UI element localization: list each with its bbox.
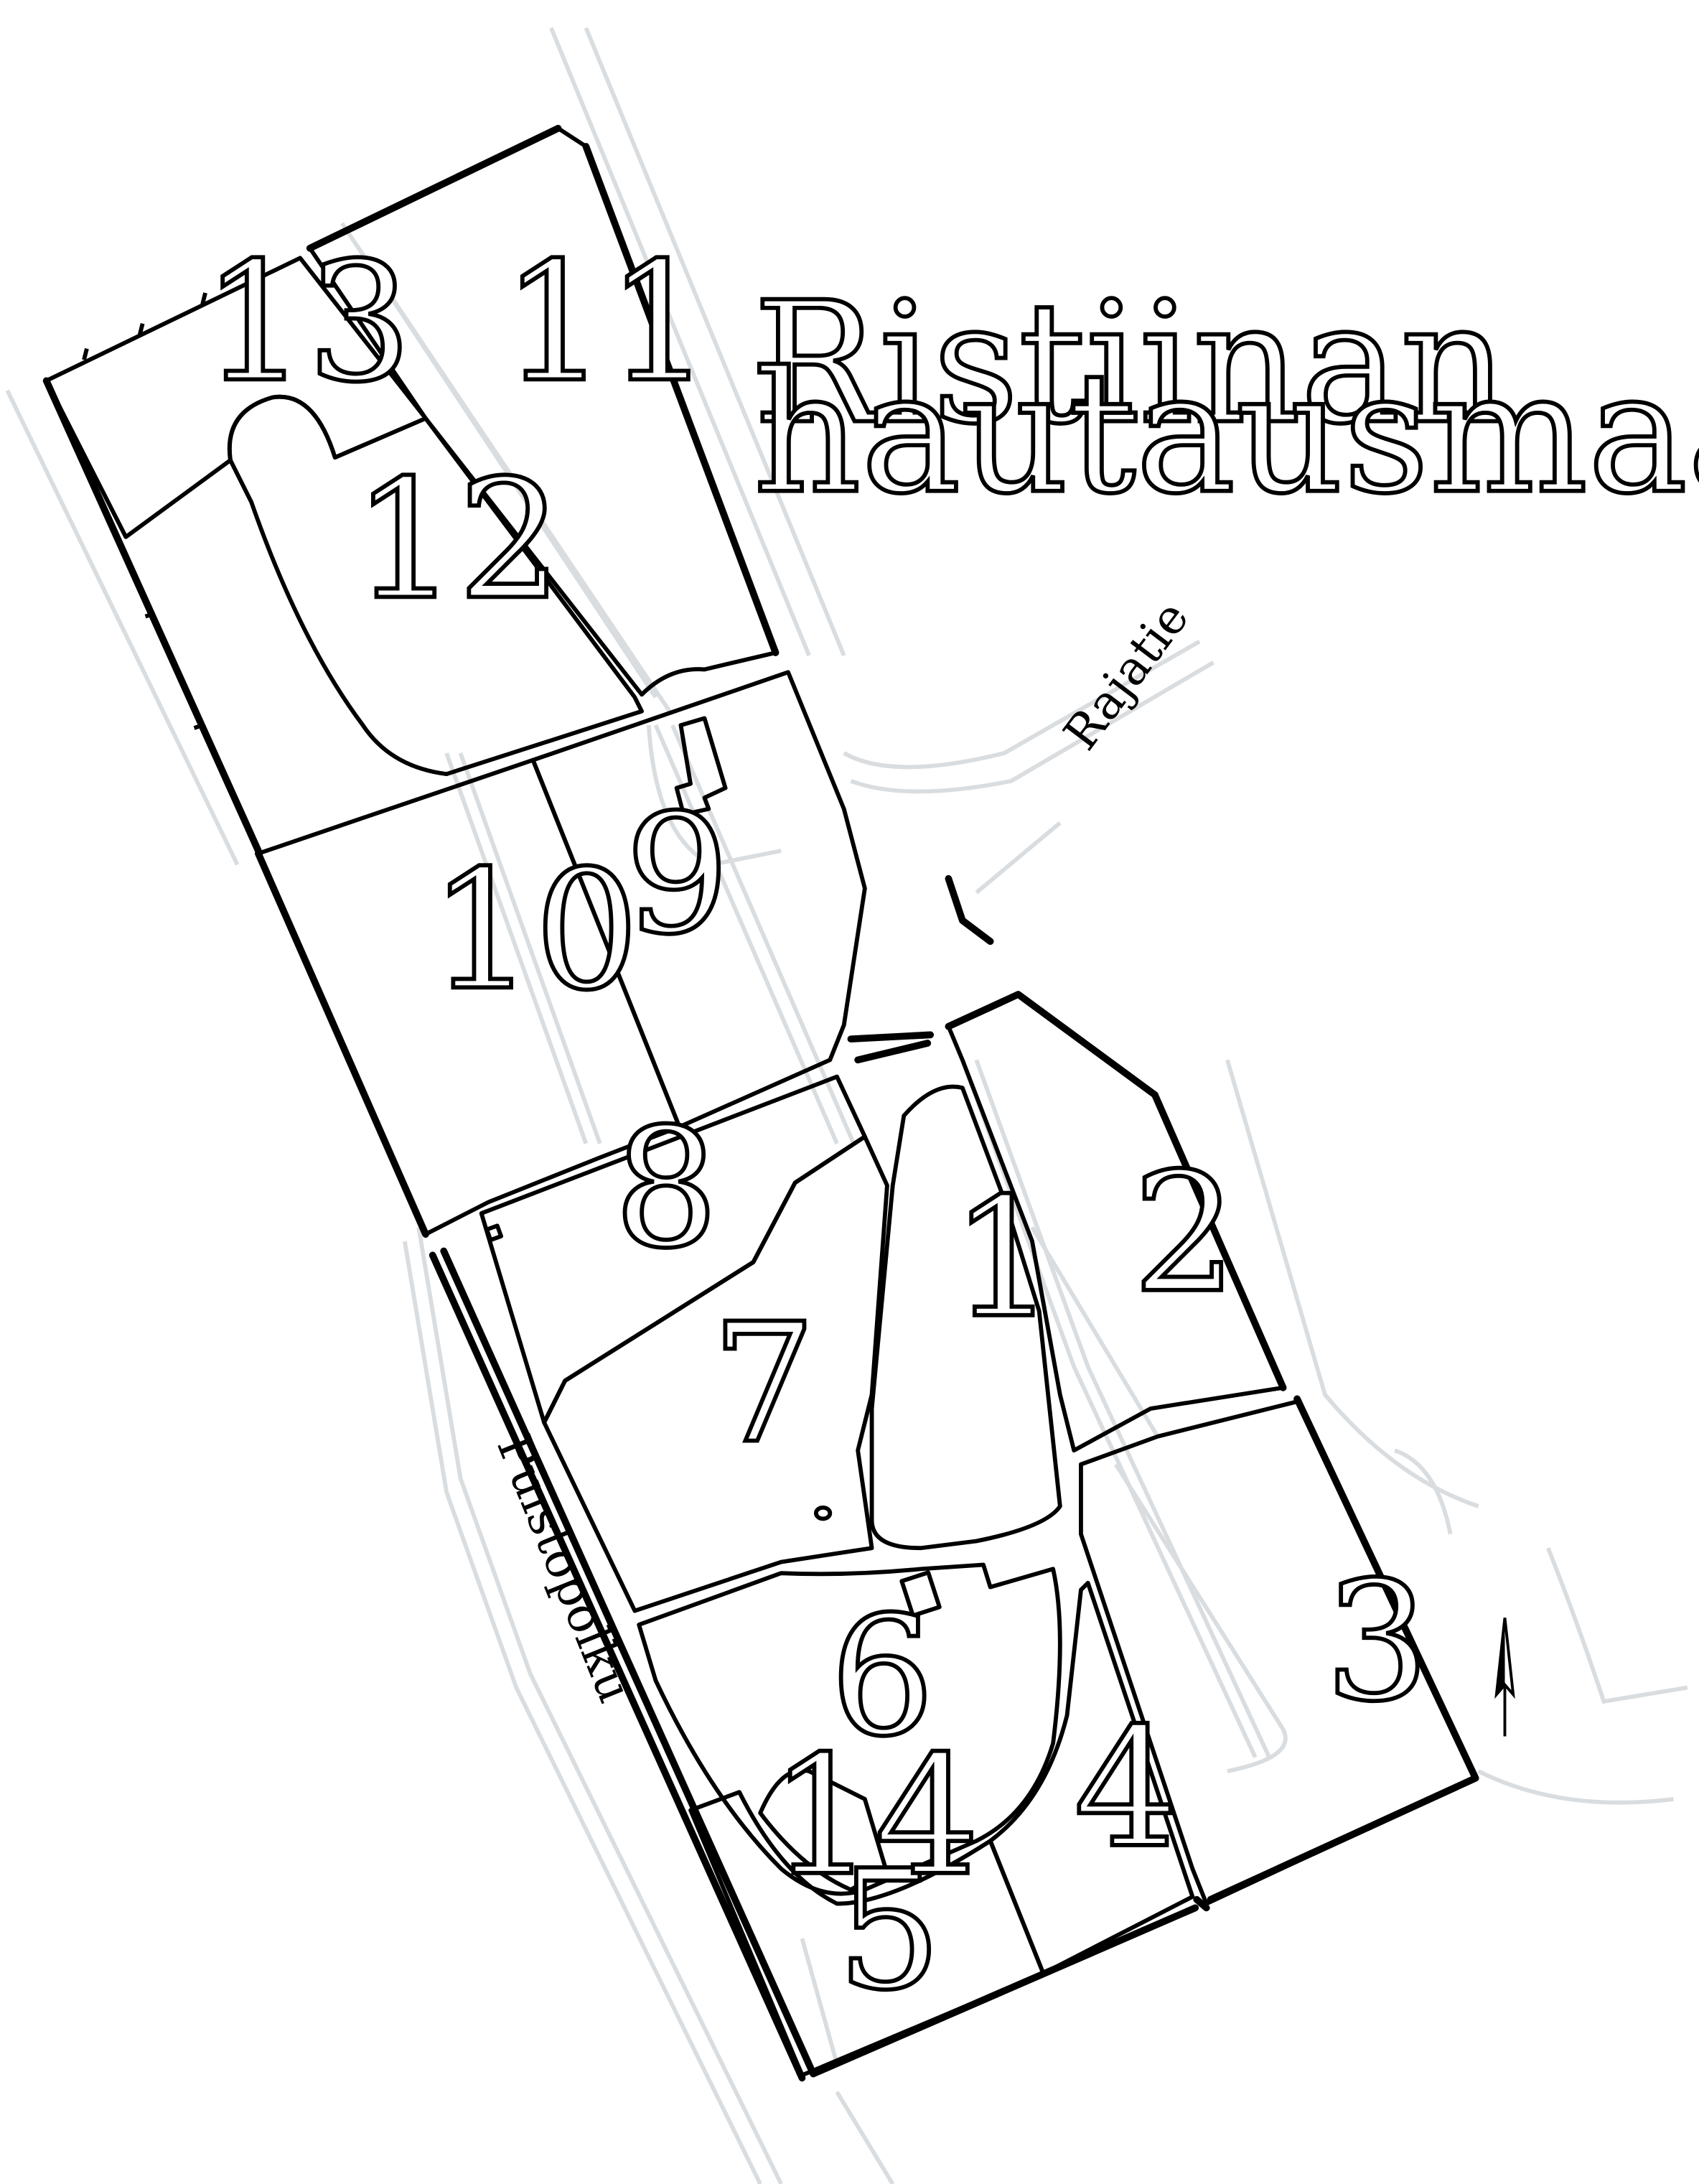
section-label-1[interactable]: 1 [949,1161,1058,1357]
title-line-2: hautausmaa [753,336,1699,531]
north-arrow-icon [1494,1618,1515,1737]
section-label-12[interactable]: 12 [351,442,564,638]
section-label-7[interactable]: 7 [709,1287,818,1483]
small-building [899,1570,942,1618]
section-label-11[interactable]: 11 [500,225,713,421]
section-1-area[interactable] [869,1084,1062,1551]
section-label-13[interactable]: 13 [200,225,413,421]
section-label-4[interactable]: 4 [1072,1691,1181,1887]
section-label-6[interactable]: 6 [828,1579,937,1775]
section-label-9[interactable]: 9 [623,778,732,974]
section-6-area[interactable] [637,1562,1062,1896]
section-boundaries [42,124,1479,2082]
section-7-area[interactable] [542,1134,889,1613]
section-11-area[interactable] [307,126,778,697]
street-label-rajatie: Rajatie [1053,591,1199,760]
marker-circle [813,1505,833,1521]
section-9-area[interactable] [530,670,867,1129]
section-label-14[interactable]: 14 [768,1719,981,1915]
section-label-2[interactable]: 2 [1131,1136,1240,1332]
section-label-10[interactable]: 10 [428,833,641,1029]
section-labels: 1 2 3 4 5 6 7 8 9 10 11 12 13 14 [200,225,1432,2029]
background-paths [5,27,1688,2184]
marker-square [485,1223,504,1243]
section-label-8[interactable]: 8 [612,1091,721,1287]
section-5-area[interactable] [688,1790,1046,2078]
section-12-area[interactable] [228,394,644,777]
map-title: Ristiinan hautausmaa [752,264,1699,533]
section-14-area[interactable] [758,1768,888,1893]
section-label-5[interactable]: 5 [835,1833,944,2029]
chapel-building [674,716,728,817]
title-line-1: Ristiinan [753,266,1508,461]
section-label-3[interactable]: 3 [1323,1544,1432,1740]
